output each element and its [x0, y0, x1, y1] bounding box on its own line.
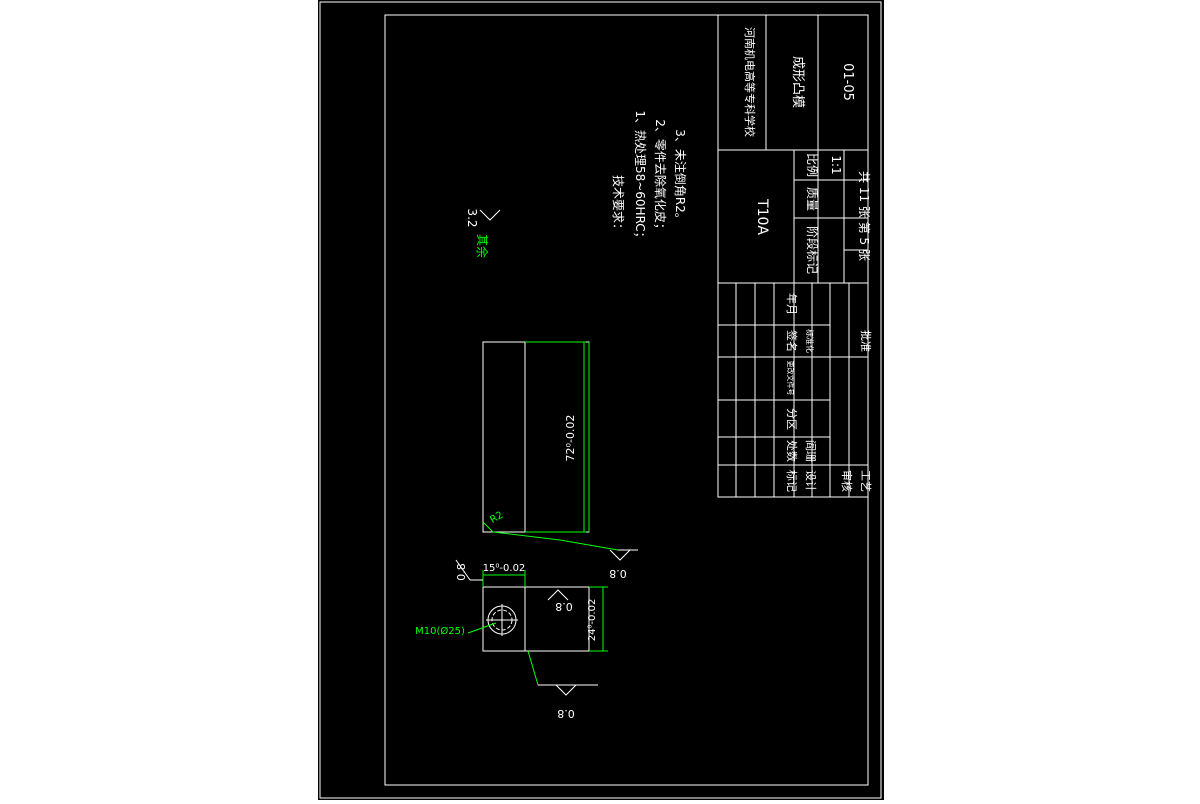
- dim-length: 72⁰-0.02: [564, 415, 577, 462]
- outer-frame: [319, 1, 882, 799]
- roughness-mark-4: 0.8: [557, 707, 575, 720]
- scale-value: 1:1: [829, 155, 843, 174]
- part-name: 成形凸模: [790, 56, 805, 108]
- roughness-mark-2: 0.8: [455, 563, 468, 581]
- tech-req-title: 技术要求：: [611, 175, 625, 235]
- material: T10A: [754, 198, 770, 235]
- grid-label-count: 处数: [785, 440, 798, 462]
- grid-label-change-doc: 更改文件号: [786, 361, 795, 396]
- tech-requirements: 技术要求： 1、热处理58~60HRC； 2、零件去除氧化皮； 3、未注倒角R2…: [611, 110, 688, 243]
- sheet-info: 共 11 张 第 5 张: [857, 171, 871, 261]
- roughness-mark-3: 0.8: [555, 600, 573, 613]
- grid-label-sign: 签名: [785, 330, 799, 352]
- weight-label: 质量: [805, 187, 819, 211]
- grid-label-design: 设计: [804, 470, 817, 492]
- cad-drawing: 河南机电高等专科学校 成形凸模 01-05 T10A 比例 1:1 质量 阶段标…: [319, 1, 882, 799]
- designer-name: 阎珊: [804, 440, 818, 462]
- dim-height: 24⁰-0.02: [587, 599, 598, 642]
- dim-thread: M10(Ø25): [415, 625, 465, 637]
- grid-label-date: 年月: [785, 293, 799, 315]
- roughness-general-label: 其余: [475, 234, 490, 258]
- tech-req-item-1: 1、热处理58~60HRC；: [633, 110, 647, 243]
- drawing-sheet: 河南机电高等专科学校 成形凸模 01-05 T10A 比例 1:1 质量 阶段标…: [318, 0, 884, 800]
- school-name: 河南机电高等专科学校: [743, 27, 757, 137]
- dim-width: 15⁰-0.02: [483, 563, 526, 574]
- title-block: [717, 14, 869, 498]
- roughness-general: 3.2 其余: [465, 208, 501, 258]
- grid-label-process: 工艺: [859, 470, 872, 492]
- side-view: [482, 341, 638, 561]
- grid-label-zone: 分区: [785, 408, 798, 430]
- signature-grid: 标记 处数 分区 更改文件号 签名 年月 设计 阎珊 标准化 审核 工艺 批准: [785, 293, 873, 492]
- grid-label-mark: 标记: [785, 470, 799, 492]
- drawing-number: 01-05: [840, 63, 855, 101]
- scale-label: 比例: [805, 153, 819, 177]
- tech-req-item-3: 3、未注倒角R2。: [673, 129, 688, 225]
- tech-req-item-2: 2、零件去除氧化皮；: [653, 119, 668, 235]
- grid-label-standard: 标准化: [805, 329, 815, 353]
- grid-label-approve: 批准: [859, 330, 873, 352]
- grid-label-review: 审核: [840, 470, 854, 492]
- stage-mark-label: 阶段标记: [805, 226, 820, 274]
- roughness-mark-1: 0.8: [609, 567, 627, 580]
- roughness-general-value: 3.2: [465, 208, 479, 227]
- end-view: [455, 559, 608, 696]
- dim-radius: R2: [488, 510, 505, 526]
